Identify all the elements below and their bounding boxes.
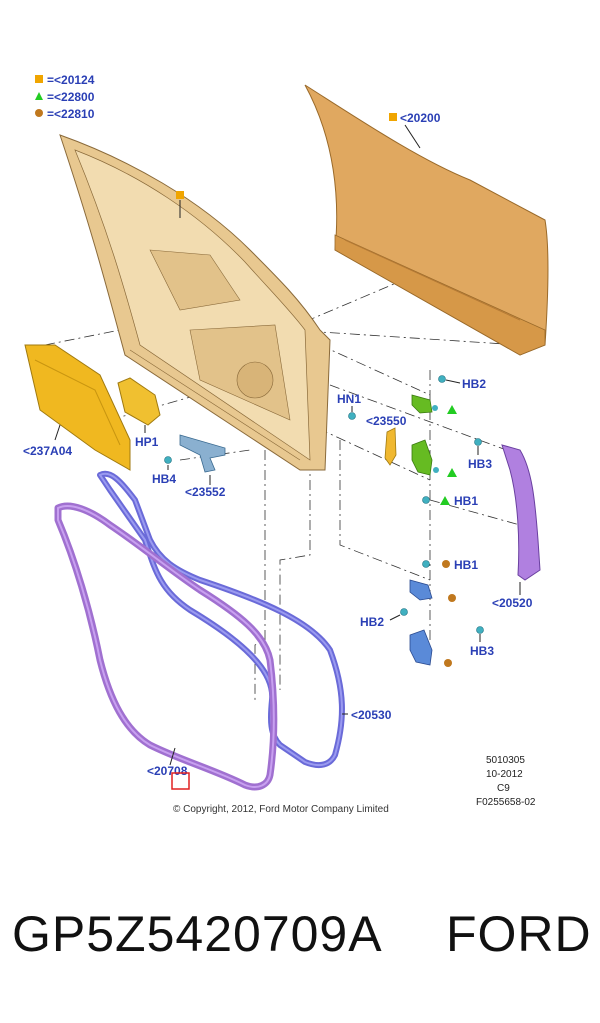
- label-hn1: HN1: [337, 392, 361, 406]
- label-trim-pad: <237A04: [23, 444, 72, 458]
- triangle-icon: [35, 92, 43, 100]
- label-hinge-lower: <23552: [185, 485, 226, 499]
- square-icon: [389, 113, 397, 121]
- circle-icon: [444, 659, 452, 667]
- meta-line4: F0255658-02: [476, 797, 536, 808]
- label-outer-panel: <20200: [400, 111, 441, 125]
- label-hb2-top: HB2: [462, 377, 486, 391]
- hb2-top-fastener: [438, 375, 446, 383]
- circle-icon: [448, 594, 456, 602]
- hb4-fastener: [164, 456, 172, 464]
- label-hp1: HP1: [135, 435, 159, 449]
- hn1-fastener: [348, 412, 356, 420]
- label-hb2-bottom: HB2: [360, 615, 384, 629]
- circle-icon: [35, 109, 43, 117]
- check-strap-part: [384, 427, 397, 466]
- label-hb1-top: HB1: [454, 494, 478, 508]
- fastener-icon: [432, 405, 438, 411]
- hb3-bottom-fastener: [476, 626, 484, 634]
- label-rear-seal: <20520: [492, 596, 533, 610]
- legend-circle-text: =<22810: [47, 107, 95, 121]
- highlight-box: [171, 772, 190, 790]
- label-hb3-top: HB3: [468, 457, 492, 471]
- caption-bar: GP5Z5420709A FORD: [0, 905, 600, 985]
- outer-door-panel: [304, 84, 549, 356]
- legend: =<20124 =<22800 =<22810: [35, 73, 95, 121]
- label-hb1-bottom: HB1: [454, 558, 478, 572]
- copyright-text: © Copyright, 2012, Ford Motor Company Li…: [173, 804, 389, 815]
- drawing-metadata: 5010305 10-2012 C9 F0255658-02: [476, 755, 536, 808]
- triangle-icon: [447, 468, 457, 477]
- square-icon: [176, 191, 184, 199]
- lower-hinge-blue: [409, 579, 433, 666]
- lower-hinge-part: [179, 434, 226, 473]
- triangle-icon: [440, 496, 450, 505]
- hb1-top-fastener: [422, 496, 430, 504]
- part-number: GP5Z5420709A: [12, 906, 383, 962]
- hb3-top-fastener: [474, 438, 482, 446]
- rear-seal-part: [501, 444, 541, 581]
- label-check-strap: <23550: [366, 414, 407, 428]
- fastener-icon: [433, 467, 439, 473]
- trim-pad-part: [24, 344, 131, 471]
- hp1-part: [117, 377, 161, 426]
- label-outer-seal: <20708: [147, 764, 188, 778]
- legend-square-text: =<20124: [47, 73, 95, 87]
- legend-triangle-text: =<22800: [47, 90, 95, 104]
- circle-icon: [442, 560, 450, 568]
- meta-line1: 5010305: [486, 755, 525, 766]
- meta-line3: C9: [497, 783, 510, 794]
- outer-seal-part: [54, 502, 278, 791]
- door-seal-part: [97, 470, 345, 769]
- triangle-icon: [447, 405, 457, 414]
- label-door-seal: <20530: [351, 708, 392, 722]
- square-icon: [35, 75, 43, 83]
- meta-line2: 10-2012: [486, 769, 523, 780]
- brand-name: FORD: [446, 906, 592, 962]
- upper-hinge-green: [411, 394, 433, 476]
- hb2-bottom-fastener: [400, 608, 408, 616]
- label-hb3-bottom: HB3: [470, 644, 494, 658]
- exploded-door-diagram: =<20124 =<22800 =<22810 <20200: [23, 73, 549, 815]
- hb1-bottom-fastener: [422, 560, 430, 568]
- label-hb4: HB4: [152, 472, 176, 486]
- inner-door-frame: [59, 134, 331, 471]
